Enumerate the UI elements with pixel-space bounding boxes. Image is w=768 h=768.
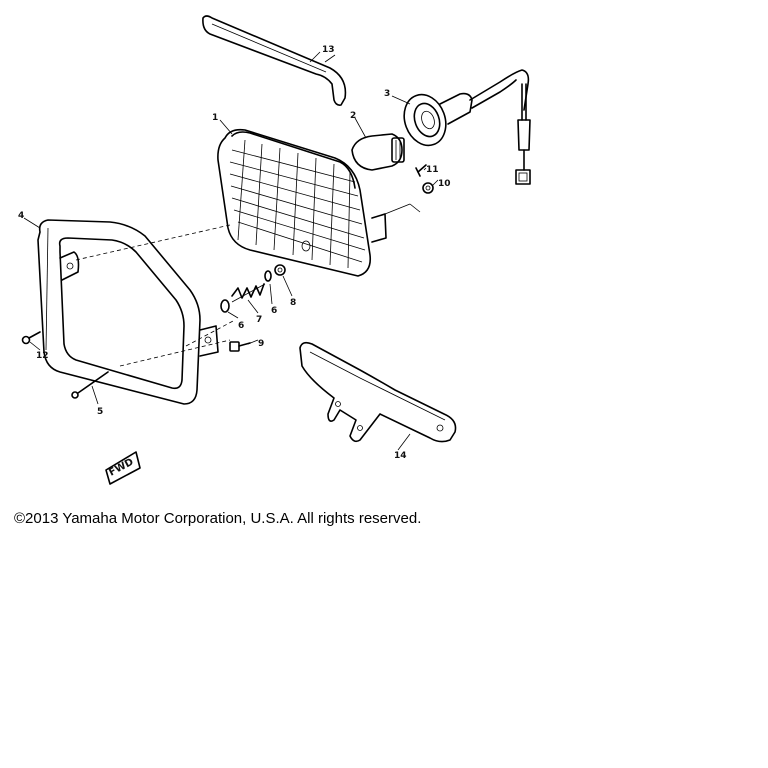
callout-7: 7: [256, 315, 262, 325]
callout-13: 13: [322, 45, 335, 55]
part-12-screw: [21, 331, 41, 345]
part-2-bulb: [351, 133, 405, 171]
fwd-direction-marker: FWD: [105, 451, 141, 485]
callout-5: 5: [97, 407, 103, 417]
part-8-nut: [274, 264, 286, 276]
callout-6a: 6: [238, 321, 244, 331]
leader-lines: [23, 51, 439, 451]
callout-3: 3: [384, 89, 390, 99]
callout-1: 1: [212, 113, 218, 123]
callout-11: 11: [426, 165, 439, 175]
part-10-nut: [422, 182, 434, 194]
part-9-bolt: [229, 341, 251, 352]
part-4-rim-frame: [37, 219, 219, 405]
part-6-washer: [220, 270, 272, 313]
callout-12: 12: [36, 351, 49, 361]
part-5-long-screw: [71, 371, 109, 399]
callout-14: 14: [394, 451, 407, 461]
callout-6b: 6: [271, 306, 277, 316]
part-14-bracket: [299, 341, 457, 443]
part-3-socket-cord: [403, 69, 531, 185]
callout-2: 2: [350, 111, 356, 121]
part-11-screw: [415, 164, 427, 177]
part-7-spring: [231, 283, 266, 303]
part-1-headlight-unit: [217, 128, 421, 277]
callout-8: 8: [290, 298, 296, 308]
callout-10: 10: [438, 179, 451, 189]
callout-9: 9: [258, 339, 264, 349]
part-13-stay: [202, 15, 347, 106]
exploded-parts-diagram: FWD 1 2 3 4 5 6 6 7 8 9 10 11 12 13 14: [18, 15, 531, 485]
copyright-notice: ©2013 Yamaha Motor Corporation, U.S.A. A…: [14, 510, 422, 527]
callout-4: 4: [18, 211, 24, 221]
